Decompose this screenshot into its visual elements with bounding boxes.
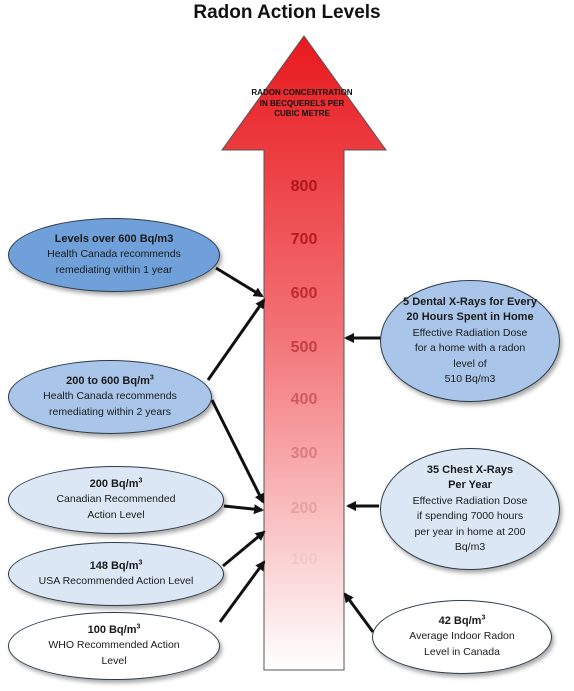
ellipse-heading: 20 Hours Spent in Home [406, 311, 534, 323]
ellipse-text: Bq/m3 [454, 541, 486, 553]
who-level-ellipse: 100 Bq/m3 WHO Recommended Action Level [8, 612, 220, 680]
arrow-connector [223, 504, 264, 515]
tick-label: 100 [290, 551, 318, 568]
canadian-level-ellipse: 200 Bq/m3 Canadian Recommended Action Le… [8, 466, 224, 534]
ellipse-text: per year in home at 200 [414, 525, 526, 538]
ellipse-text: remediating within 2 years [49, 405, 171, 418]
tick-label: 600 [290, 285, 318, 302]
superscript: 3 [138, 477, 143, 485]
arrow-connector [210, 399, 265, 504]
ellipse-heading: 35 Chest X-Rays [426, 463, 514, 476]
level-200-600-ellipse: 200 to 600 Bq/m3 Health Canada recommend… [8, 360, 212, 434]
arrow-connector [343, 592, 375, 633]
ellipse-text: Canadian Recommended [56, 493, 176, 506]
ellipse-text: if spending 7000 hours [416, 510, 524, 522]
concentration-arrow [221, 35, 387, 671]
chest-xray-ellipse: 35 Chest X-Rays Per Year Effective Radia… [380, 448, 560, 570]
ellipse-heading: 200 Bq/m [89, 477, 139, 490]
arrow-connector [222, 530, 266, 568]
ellipse-heading: 5 Dental X-Rays for Every [403, 295, 537, 308]
arrow-connector [218, 560, 266, 623]
tick-label: 200 [290, 500, 318, 517]
ellipse-heading: 100 Bq/m [87, 623, 137, 636]
tick-label: 400 [290, 391, 318, 408]
ellipse-text: for a home with a radon [414, 342, 526, 354]
tick-label: 300 [290, 445, 318, 462]
ellipse-text: Effective Radiation Dose [412, 494, 528, 507]
ellipse-heading: Per Year [448, 479, 492, 491]
ellipse-text: USA Recommended Action Level [38, 575, 194, 587]
tick-label: 500 [290, 339, 318, 356]
ellipse-heading: 148 Bq/m [89, 559, 139, 572]
usa-level-ellipse: 148 Bq/m3 USA Recommended Action Level [8, 542, 224, 606]
level-over-600-ellipse: Levels over 600 Bq/m3 Health Canada reco… [8, 218, 220, 292]
ellipse-heading: Levels over 600 Bq/m3 [54, 232, 174, 245]
ellipse-heading: 42 Bq/m [438, 614, 482, 627]
superscript: 3 [149, 374, 154, 382]
arrow-label: RADON CONCENTRATION IN BECQUERELS PER CU… [251, 88, 353, 118]
ellipse-text: level of [453, 357, 487, 370]
ellipse-text: Effective Radiation Dose [412, 326, 528, 339]
superscript: 3 [481, 614, 486, 622]
average-canada-ellipse: 42 Bq/m3 Average Indoor Radon Level in C… [372, 600, 552, 674]
ellipse-text: remediating within 1 year [55, 263, 173, 276]
tick-label: 800 [290, 178, 318, 195]
ellipse-heading: 200 to 600 Bq/m [66, 374, 150, 387]
tick-label: 700 [290, 231, 318, 248]
superscript: 3 [138, 558, 143, 566]
page-title: Radon Action Levels [193, 2, 381, 23]
ellipse-text: Level in Canada [424, 645, 500, 658]
superscript: 3 [136, 623, 141, 631]
ellipse-text: Health Canada recommends [47, 248, 181, 261]
ellipse-text: 510 Bq/m3 [444, 373, 496, 385]
ellipse-text: Health Canada recommends [43, 390, 177, 403]
arrow-connector [206, 298, 266, 381]
ellipse-text: Average Indoor Radon [409, 630, 515, 643]
dental-xray-ellipse: 5 Dental X-Rays for Every 20 Hours Spent… [380, 280, 560, 402]
ellipse-text: WHO Recommended Action [48, 639, 180, 652]
arrow-connector [215, 266, 264, 298]
ellipse-text: Level [101, 654, 127, 667]
ellipse-text: Action Level [87, 508, 145, 521]
